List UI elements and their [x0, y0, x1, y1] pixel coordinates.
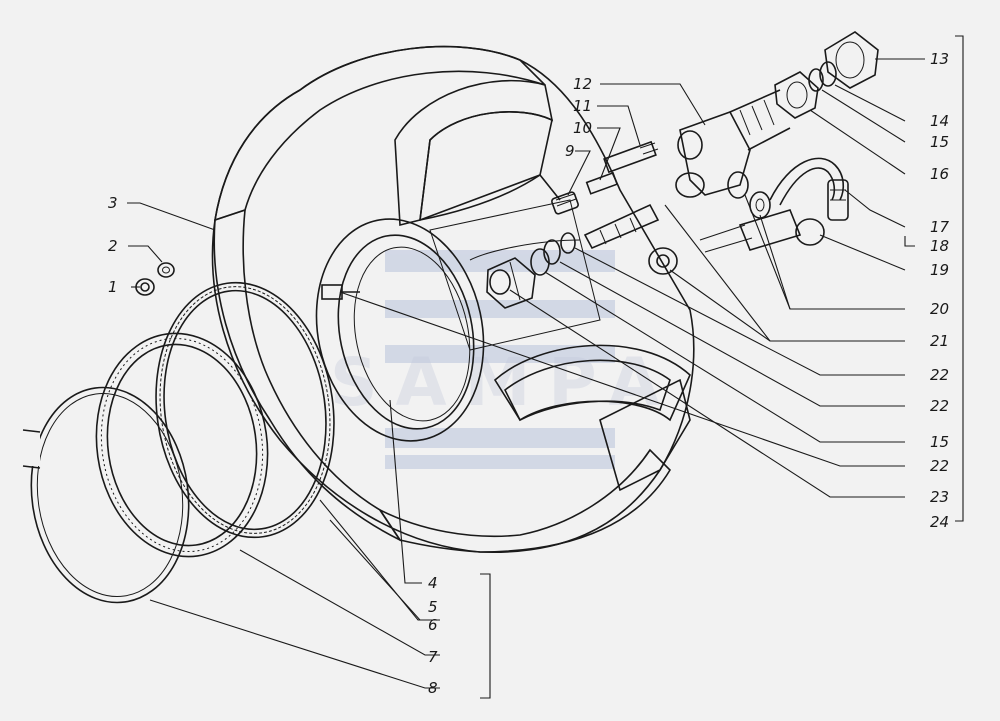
callout-21: 21 [930, 332, 949, 350]
union-nut-13 [824, 31, 879, 89]
callout-17: 17 [930, 218, 950, 236]
callout-9: 9 [565, 142, 575, 160]
callout-11: 11 [573, 97, 592, 115]
callout-14: 14 [930, 112, 949, 130]
seal-rings-22 [530, 232, 576, 276]
hose-fitting-21 [583, 203, 678, 275]
callout-24: 24 [930, 513, 949, 531]
callout-3: 3 [108, 194, 118, 212]
callout-16: 16 [930, 165, 949, 183]
hose-17-18 [769, 157, 849, 221]
callout-18: 18 [930, 237, 949, 255]
callout-13: 13 [930, 50, 949, 68]
leader-lines [127, 35, 964, 699]
valve-body-12 [675, 89, 791, 198]
watermark-text: SAMPA [330, 344, 678, 421]
callout-22-a: 22 [930, 366, 949, 384]
banjo-bolt-19 [699, 209, 825, 253]
callout-4: 4 [428, 574, 438, 592]
callout-5: 5 [428, 598, 438, 616]
washers-20 [727, 171, 771, 219]
callout-23: 23 [930, 488, 949, 506]
washer-2 [157, 262, 175, 278]
valve-nut-23 [486, 257, 536, 309]
callout-labels: 1 2 3 4 5 6 7 8 9 10 11 12 13 14 15 16 1… [108, 50, 950, 697]
callout-12: 12 [573, 75, 592, 93]
callout-2: 2 [108, 237, 118, 255]
valve-cap-9 [551, 191, 579, 215]
callout-10: 10 [573, 119, 592, 137]
tyre [211, 45, 695, 554]
callout-22-c: 22 [930, 457, 949, 475]
watermark-logo: SAMPA [330, 250, 678, 469]
callout-1: 1 [108, 278, 118, 296]
valve-core-10 [585, 171, 619, 195]
callout-15-top: 15 [930, 133, 949, 151]
callout-7: 7 [428, 648, 438, 666]
callout-19: 19 [930, 261, 949, 279]
side-ring-7 [95, 332, 269, 558]
callout-6: 6 [428, 616, 438, 634]
rim-flange-6 [155, 281, 335, 539]
locknut-16 [774, 71, 819, 119]
callout-15-bottom: 15 [930, 433, 949, 451]
callout-8: 8 [428, 679, 438, 697]
gasket-14 [819, 61, 837, 87]
callout-22-b: 22 [930, 397, 949, 415]
valve-stem-11 [603, 140, 659, 174]
callout-20: 20 [930, 300, 949, 318]
